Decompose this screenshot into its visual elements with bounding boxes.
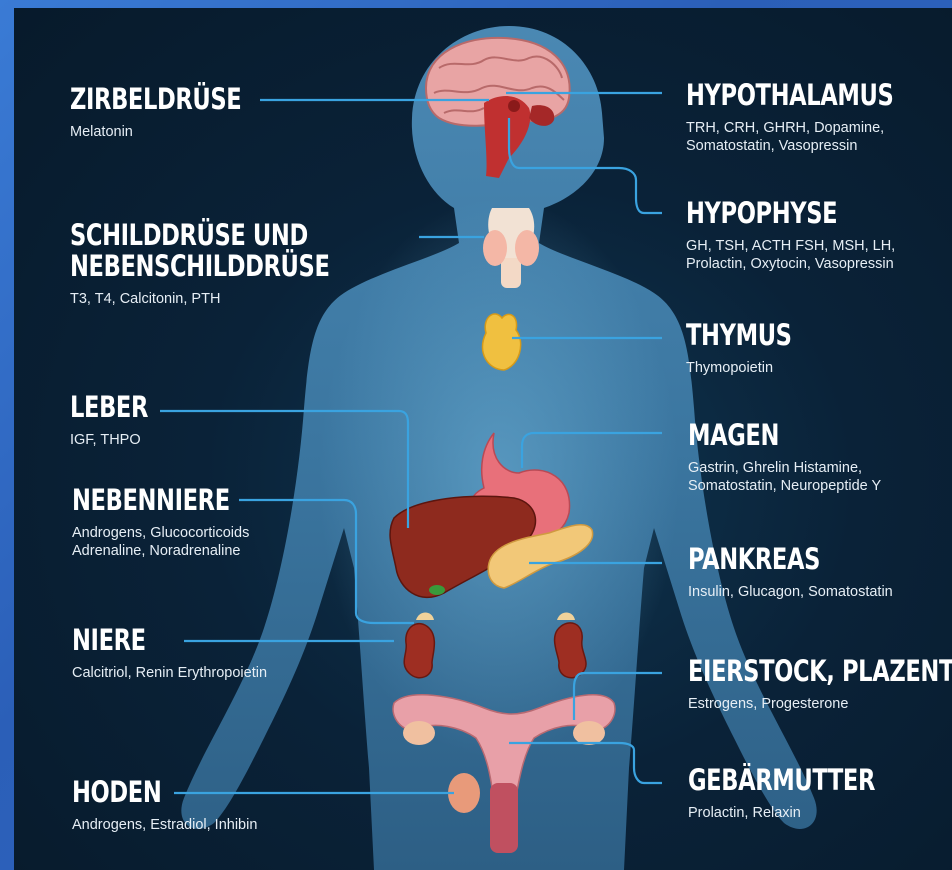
- gland-hormones: TRH, CRH, GHRH, Dopamine, Somatostatin, …: [686, 119, 952, 155]
- thymus-illustration: [482, 314, 520, 370]
- gland-label-thymus: THYMUS Thymopoietin: [686, 320, 821, 377]
- gland-title: PANKREAS: [688, 544, 848, 575]
- gland-hormones: GH, TSH, ACTH FSH, MSH, LH, Prolactin, O…: [686, 237, 895, 273]
- gland-hormones: Prolactin, Relaxin: [688, 804, 928, 822]
- gland-title: MAGEN: [688, 420, 839, 451]
- gland-title: LEBER: [70, 392, 148, 423]
- gland-hormones: Thymopoietin: [686, 359, 821, 377]
- gland-label-nebenniere: NEBENNIERE Androgens, Glucocorticoids Ad…: [72, 485, 274, 560]
- gland-label-hypothalamus: HYPOTHALAMUS TRH, CRH, GHRH, Dopamine, S…: [686, 80, 952, 155]
- gland-title: HODEN: [72, 777, 217, 808]
- gland-title: NEBENNIERE: [72, 485, 230, 516]
- gland-title: HYPOTHALAMUS: [686, 80, 893, 111]
- gland-label-hypophyse: HYPOPHYSE GH, TSH, ACTH FSH, MSH, LH, Pr…: [686, 198, 895, 273]
- gland-title: EIERSTOCK, PLAZENTA: [688, 656, 952, 687]
- gland-label-magen: MAGEN Gastrin, Ghrelin Histamine, Somato…: [688, 420, 881, 495]
- gland-label-pankreas: PANKREAS Insulin, Glucagon, Somatostatin: [688, 544, 893, 601]
- gland-title: GEBÄRMUTTER: [688, 765, 875, 796]
- gland-hormones: Estrogens, Progesterone: [688, 695, 952, 713]
- gland-hormones: Melatonin: [70, 123, 290, 141]
- gland-title: THYMUS: [686, 320, 792, 351]
- gland-title: HYPOPHYSE: [686, 198, 849, 229]
- gland-title: NIERE: [72, 625, 224, 656]
- gland-label-niere: NIERE Calcitriol, Renin Erythropoietin: [72, 625, 267, 682]
- gland-label-zirbeldruese: ZIRBELDRÜSE Melatonin: [70, 84, 290, 141]
- gland-hormones: Androgens, Estradiol, Inhibin: [72, 816, 257, 834]
- gland-hormones: Insulin, Glucagon, Somatostatin: [688, 583, 893, 601]
- gland-hormones: Calcitriol, Renin Erythropoietin: [72, 664, 267, 682]
- gland-hormones: Gastrin, Ghrelin Histamine, Somatostatin…: [688, 459, 881, 495]
- gland-label-gebaermutter: GEBÄRMUTTER Prolactin, Relaxin: [688, 765, 928, 822]
- gland-hormones: IGF, THPO: [70, 431, 170, 449]
- diagram-panel: ZIRBELDRÜSE Melatonin SCHILDDRÜSE UND NE…: [14, 8, 952, 870]
- gland-hormones: T3, T4, Calcitonin, PTH: [70, 290, 403, 308]
- gland-label-schilddruese: SCHILDDRÜSE UND NEBENSCHILDDRÜSE T3, T4,…: [70, 220, 403, 308]
- gland-title: ZIRBELDRÜSE: [70, 84, 241, 115]
- gland-title: SCHILDDRÜSE UND NEBENSCHILDDRÜSE: [70, 220, 330, 282]
- gland-label-hoden: HODEN Androgens, Estradiol, Inhibin: [72, 777, 257, 834]
- gland-hormones: Androgens, Glucocorticoids Adrenaline, N…: [72, 524, 274, 560]
- gland-label-leber: LEBER IGF, THPO: [70, 392, 170, 449]
- gland-label-eierstock: EIERSTOCK, PLAZENTA Estrogens, Progester…: [688, 656, 952, 713]
